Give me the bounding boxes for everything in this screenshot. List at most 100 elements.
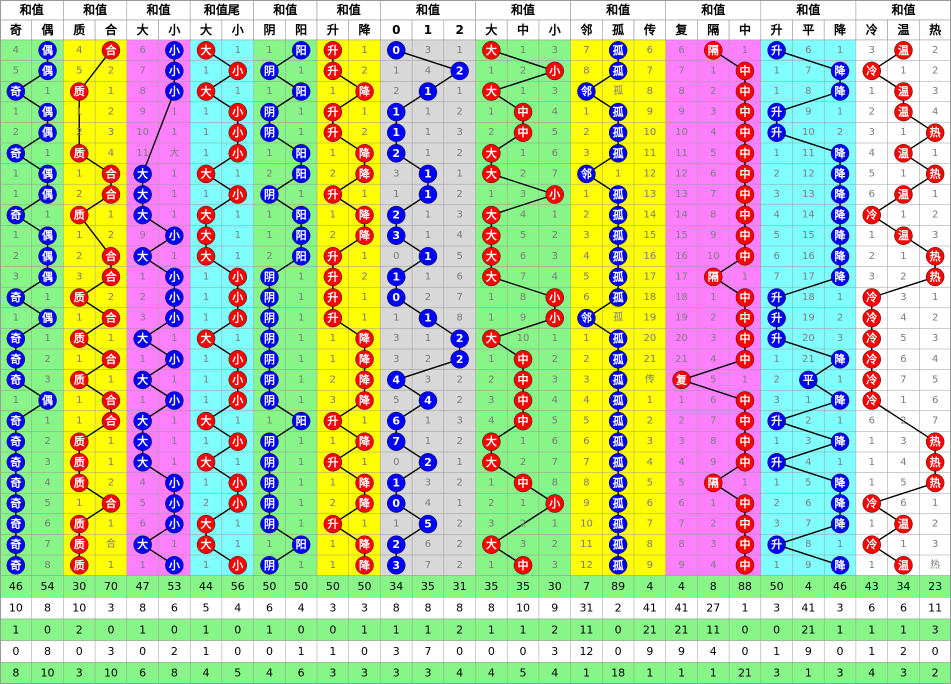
group-header-5: 和值 bbox=[336, 2, 361, 17]
ball-mark bbox=[735, 494, 755, 513]
cell-value: 3 bbox=[393, 333, 399, 344]
ball-label: 质 bbox=[74, 290, 85, 304]
ball-mark bbox=[482, 535, 501, 554]
ball-mark bbox=[704, 473, 723, 493]
col-header-8: 阴 bbox=[263, 22, 275, 37]
cell-value: 2 bbox=[552, 230, 558, 241]
stat-value: 10 bbox=[104, 667, 118, 680]
cell-value: 6 bbox=[805, 45, 811, 56]
cell-value: 1 bbox=[171, 416, 177, 427]
ball-mark bbox=[735, 329, 755, 348]
cell-value: 1 bbox=[330, 436, 336, 447]
cell-value: 1 bbox=[44, 86, 50, 97]
ball-label: 孤 bbox=[613, 352, 624, 366]
cell-value: 5 bbox=[805, 477, 811, 488]
ball-label: 偶 bbox=[42, 311, 53, 325]
cell-value: 1 bbox=[108, 457, 114, 468]
ball-mark bbox=[228, 432, 247, 451]
ball-label: 小 bbox=[168, 290, 180, 304]
cell-value: 7 bbox=[710, 189, 716, 200]
ball-mark bbox=[767, 41, 786, 60]
ball-mark bbox=[608, 41, 628, 60]
stat-value: 4 bbox=[456, 667, 463, 680]
ball-label: 大 bbox=[137, 414, 148, 428]
ball-mark bbox=[830, 514, 850, 534]
ball-mark bbox=[165, 288, 184, 307]
cell-value: 2 bbox=[456, 395, 462, 406]
cell-value: 1 bbox=[266, 45, 272, 56]
ball-mark bbox=[228, 144, 247, 163]
cell-value: 6 bbox=[773, 251, 779, 262]
cell-value: 1 bbox=[900, 65, 906, 76]
ball-label: 大 bbox=[486, 537, 497, 551]
ball-label: 质 bbox=[74, 455, 85, 469]
stat-value: 3 bbox=[837, 602, 844, 615]
ball-mark bbox=[165, 82, 184, 101]
ball-mark bbox=[70, 329, 89, 348]
stat-value: 0 bbox=[44, 623, 51, 636]
stat-value: 21 bbox=[738, 667, 752, 680]
cell-value: 1 bbox=[298, 189, 304, 200]
ball-label: 偶 bbox=[42, 228, 53, 242]
cell-value: 0 bbox=[393, 251, 399, 262]
ball-label: 孤 bbox=[613, 496, 624, 510]
ball-label: 2 bbox=[392, 209, 400, 222]
ball-label: 阴 bbox=[264, 105, 275, 119]
cell-value: 3 bbox=[456, 416, 462, 427]
cell-value: 17 bbox=[675, 271, 688, 282]
ball-mark bbox=[6, 514, 26, 534]
ball-label: 孤 bbox=[613, 146, 624, 160]
cell-value: 1 bbox=[330, 477, 336, 488]
ball-label: 小 bbox=[231, 63, 243, 77]
ball-label: 升 bbox=[771, 105, 782, 119]
ball-mark bbox=[862, 370, 881, 390]
cell-value: 2 bbox=[932, 45, 938, 56]
stat-value: 30 bbox=[72, 580, 86, 593]
cell-value: 6 bbox=[647, 498, 653, 509]
ball-label: 大 bbox=[137, 537, 148, 551]
ball-mark bbox=[260, 61, 279, 81]
ball-mark bbox=[894, 41, 913, 60]
cell-value: 1 bbox=[393, 519, 399, 530]
cell-value: 4 bbox=[805, 457, 811, 468]
ball-mark bbox=[608, 267, 628, 287]
ball-mark bbox=[6, 144, 26, 163]
ball-label: 质 bbox=[74, 537, 85, 551]
ball-label: 大 bbox=[201, 517, 212, 531]
ball-mark bbox=[608, 432, 628, 451]
stat-value: 0 bbox=[329, 623, 336, 636]
cell-value: 1 bbox=[837, 374, 843, 385]
ball-label: 孤 bbox=[613, 517, 624, 531]
ball-label: 0 bbox=[392, 291, 400, 304]
cell-value: 9 bbox=[710, 230, 716, 241]
ball-mark bbox=[196, 514, 216, 534]
cell-value: 1 bbox=[13, 395, 19, 406]
ball-mark bbox=[482, 226, 501, 245]
cell-value: 3 bbox=[678, 436, 684, 447]
ball-mark bbox=[735, 535, 755, 554]
cell-value: 19 bbox=[643, 313, 656, 324]
ball-mark bbox=[70, 535, 89, 554]
ball-mark bbox=[830, 205, 850, 225]
ball-mark bbox=[165, 514, 184, 534]
cell-value: 1 bbox=[520, 498, 526, 509]
cell-value: 10 bbox=[136, 127, 149, 138]
ball-mark bbox=[482, 82, 501, 101]
ball-label: 大 bbox=[201, 455, 212, 469]
stat-value: 21 bbox=[801, 623, 815, 636]
cell-value: 1 bbox=[425, 333, 431, 344]
cell-value: 3 bbox=[13, 271, 19, 282]
ball-label: 降 bbox=[359, 475, 371, 489]
cell-value: 1 bbox=[298, 127, 304, 138]
trend-line bbox=[396, 358, 460, 381]
ball-mark bbox=[196, 535, 216, 554]
cell-value: 7 bbox=[552, 168, 558, 179]
cell-value: 21 bbox=[675, 354, 688, 365]
stat-value: 1 bbox=[805, 667, 812, 680]
cell-value: 1 bbox=[298, 560, 304, 571]
ball-mark bbox=[70, 82, 89, 101]
ball-mark bbox=[6, 329, 26, 348]
trend-line bbox=[491, 193, 555, 216]
cell-value: 1 bbox=[235, 416, 241, 427]
ball-mark bbox=[6, 473, 26, 493]
